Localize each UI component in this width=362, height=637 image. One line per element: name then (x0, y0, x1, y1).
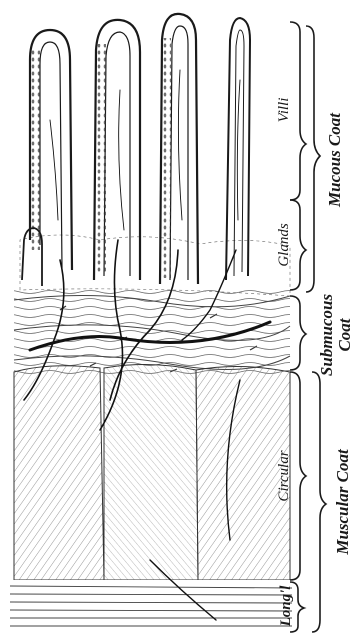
longitudinal-label: Long'l (278, 585, 294, 628)
circular-label: Circular (276, 450, 292, 501)
muscular-coat-label: Muscular Coat (333, 448, 352, 556)
longitudinal-muscle-layer (10, 580, 292, 632)
submucous-layer (14, 288, 290, 376)
circular-muscle-layer (14, 364, 290, 580)
circular-brace (290, 372, 306, 580)
glands-brace (290, 200, 306, 290)
villus (94, 20, 140, 280)
villi (22, 14, 250, 286)
submucous-brace (290, 296, 306, 370)
submucous-label: Submucous (317, 294, 336, 377)
villi-label: Villi (276, 98, 292, 123)
muscular-coat-brace (312, 372, 326, 632)
mucous-coat-brace (306, 26, 320, 292)
submucous-coat-label: Coat (335, 317, 354, 351)
villi-brace (290, 22, 306, 200)
glands-label: Glands (276, 223, 292, 267)
mucous-coat-label: Mucous Coat (325, 112, 344, 208)
villus (30, 30, 72, 270)
